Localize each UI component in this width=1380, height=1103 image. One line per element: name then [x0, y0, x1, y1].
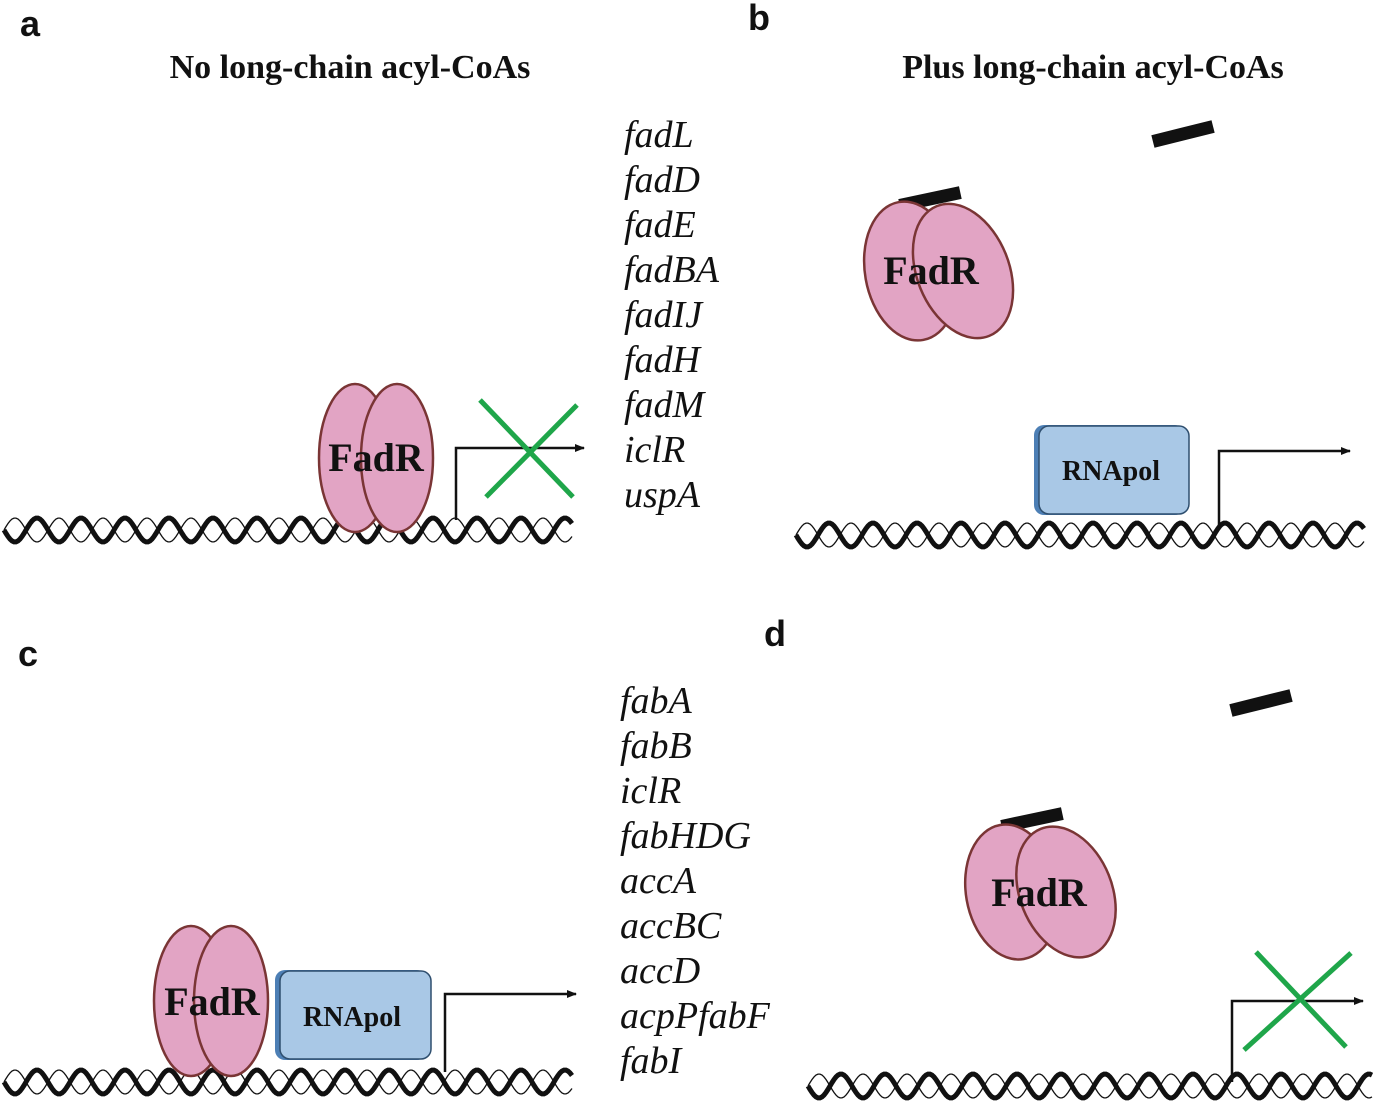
panel-letter-d: d — [764, 613, 786, 654]
gene-item: fadL — [624, 114, 694, 156]
dna-strand-back — [3, 1069, 573, 1095]
dna-strand-front — [805, 1071, 1374, 1101]
fadr-label-b: FadR — [883, 248, 980, 293]
fadr-label-c: FadR — [164, 979, 261, 1024]
fadr-dimer-c: FadR — [152, 924, 270, 1078]
rnapol-box — [279, 970, 432, 1060]
panel-d: d FadR — [764, 613, 1374, 1101]
dna-strand-front — [793, 520, 1366, 550]
gene-item: fadH — [624, 339, 703, 381]
fadr-dimer-b: FadR — [862, 186, 1015, 342]
fadr-label-a: FadR — [328, 435, 425, 480]
fadr-lobe-right — [911, 202, 1015, 340]
dna-strand-back — [795, 522, 1365, 548]
rna-polymerase-b: RNApol — [1034, 425, 1190, 515]
fadr-dimer-d: FadR — [963, 807, 1117, 961]
dna-strand-front — [1, 1067, 574, 1097]
gene-item: accBC — [620, 905, 722, 947]
block-cross-d — [1242, 950, 1353, 1052]
gene-item: fabI — [620, 1040, 684, 1082]
gene-item: fadD — [624, 159, 700, 201]
gene-item: iclR — [624, 429, 685, 471]
panel-c: c FadR RNApol fabA fabB iclR fabHDG accA… — [1, 633, 771, 1097]
dna-helix-a — [1, 515, 574, 545]
gene-item: fadBA — [624, 249, 720, 291]
panel-letter-a: a — [20, 3, 41, 44]
panel-a-heading: No long-chain acyl-CoAs — [170, 49, 531, 86]
gene-item: fabHDG — [620, 815, 751, 857]
gene-item: uspA — [624, 474, 701, 516]
dna-helix-b — [793, 520, 1366, 550]
rnapol-label-c: RNApol — [303, 1002, 401, 1033]
panel-a: a No long-chain acyl-CoAs FadR fadL fadD… — [1, 3, 720, 545]
gene-item: fadE — [624, 204, 696, 246]
panel-b-heading: Plus long-chain acyl-CoAs — [902, 49, 1284, 86]
promoter-arrow-d — [1230, 997, 1364, 1082]
block-cross-a — [478, 398, 579, 499]
gene-item: fabA — [620, 680, 693, 722]
panel-b: b Plus long-chain acyl-CoAs FadR RNApol — [748, 0, 1366, 550]
rnapol-box — [1038, 425, 1190, 515]
fadr-lobe-right — [1015, 825, 1117, 959]
rna-polymerase-c: RNApol — [275, 970, 432, 1060]
dna-helix-c — [1, 1067, 574, 1097]
fadr-lobe-right — [359, 382, 435, 534]
fadr-lobe-right — [192, 924, 270, 1078]
dna-helix-d — [805, 1071, 1374, 1101]
rnapol-label-b: RNApol — [1062, 456, 1160, 487]
acyl-coa-ligand — [1151, 120, 1215, 148]
dna-strand-front — [1, 515, 574, 545]
gene-item: fadIJ — [624, 294, 704, 336]
gene-item: iclR — [620, 770, 681, 812]
panel-letter-b: b — [748, 0, 770, 38]
fadr-dimer-a: FadR — [317, 382, 435, 534]
gene-item: accA — [620, 860, 697, 902]
panel-letter-c: c — [18, 633, 38, 674]
promoter-arrow-a — [454, 444, 585, 520]
gene-list-c: fabA fabB iclR fabHDG accA accBC accD ac… — [620, 680, 771, 1082]
promoter-arrow-c — [443, 990, 577, 1072]
gene-item: fadM — [624, 384, 707, 426]
dna-strand-back — [807, 1073, 1373, 1099]
gene-item: acpPfabF — [620, 995, 771, 1037]
gene-item: accD — [620, 950, 700, 992]
promoter-arrow-b — [1217, 447, 1351, 530]
dna-strand-back — [3, 517, 573, 543]
fadr-label-d: FadR — [991, 870, 1088, 915]
gene-item: fabB — [620, 725, 692, 767]
gene-list-a: fadL fadD fadE fadBA fadIJ fadH fadM icl… — [624, 114, 720, 516]
acyl-coa-ligand — [1229, 689, 1293, 717]
